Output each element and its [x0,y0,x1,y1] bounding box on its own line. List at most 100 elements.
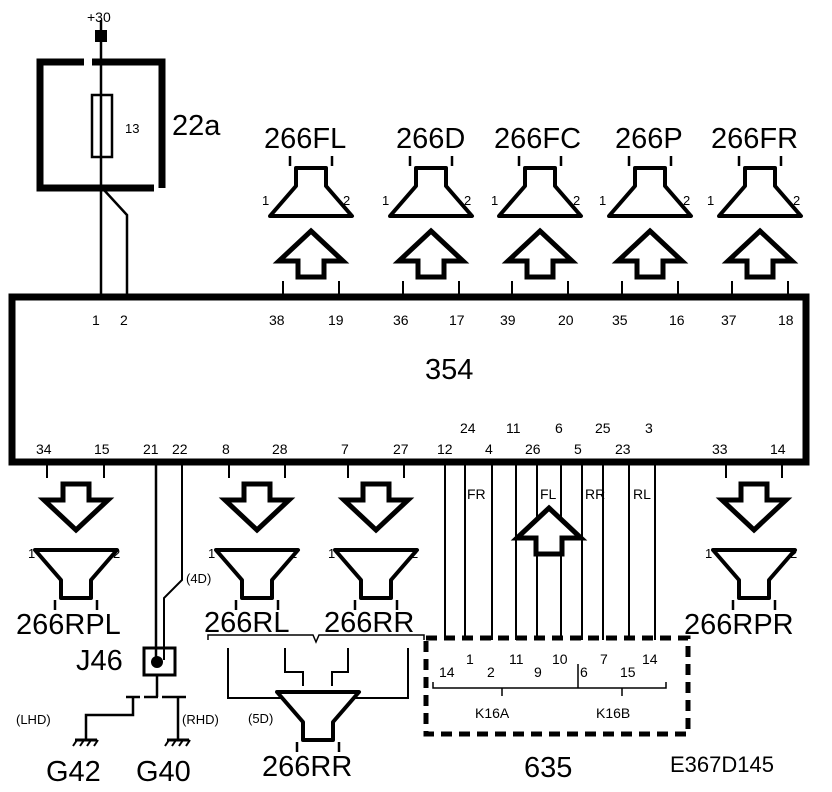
bottom-pin-labels: 34 15 21 22 8 28 7 27 12 24 4 11 26 6 5 … [36,420,786,457]
speaker-terminal: 2 [411,546,418,561]
pin-label: 14 [770,441,786,457]
speaker-label: 266FR [711,123,798,155]
amplifier-bus: FR FL RR RL [444,462,656,640]
pin-label: 20 [558,312,574,328]
pin-label: 1 [92,312,100,328]
speaker-label: 266RL [204,607,289,639]
top-speaker-d: 266D 1 2 36 17 [382,123,474,328]
speaker-terminal: 1 [328,546,335,561]
amp-pin-label: 14 [439,664,455,680]
amp-pin-label: 7 [600,651,608,667]
variant-label: (5D) [248,711,273,726]
pin-label: 21 [143,441,159,457]
bus-label: FL [540,486,557,502]
pin-label: 15 [94,441,110,457]
amp-pin-label: 9 [534,664,542,680]
top-speaker-fc: 266FC 1 2 39 20 [491,123,583,328]
pin-label: 28 [272,441,288,457]
amp-block-label: K16B [596,705,630,721]
pin-label: 4 [485,441,493,457]
pin-label: 38 [269,312,285,328]
speaker-label: 266RR [324,607,414,639]
speaker-label: 266P [615,123,683,155]
speaker-terminal: 2 [290,546,297,561]
speaker-terminal: 1 [208,546,215,561]
pin-label: 5 [574,441,582,457]
speaker-terminal: 2 [793,193,800,208]
pin-label: 8 [222,441,230,457]
amp-pin-label: 10 [552,651,568,667]
supply-label: +30 [87,9,111,25]
supply-feed: +30 [87,9,111,62]
speaker-label: 266FC [494,123,581,155]
ground-label: G40 [136,756,191,788]
speaker-terminal: 2 [343,193,350,208]
top-speaker-fr: 266FR 1 2 37 18 [707,123,803,328]
speaker-rpl: 1 2 266RPL [16,462,121,641]
speaker-terminal: 2 [790,546,797,561]
pin-label: 2 [120,312,128,328]
pin-label: 22 [172,441,188,457]
amp-pin-label: 11 [509,651,524,667]
speaker-label: 266RR [262,751,352,783]
module-354: 354 [8,293,810,466]
connector-label: J46 [76,645,123,677]
reference-code: E367D145 [670,752,774,777]
connector-j46-group: J46 (4D) (LHD) (RHD) G42 G40 [16,462,219,788]
supply-terminal [95,30,107,42]
speaker-rpr: 1 2 266RPR [684,462,797,641]
speaker-label: 266RPR [684,609,794,641]
pin-label: 23 [615,441,631,457]
pin-label: 27 [393,441,409,457]
ground-label: G42 [46,756,101,788]
pin-label: 17 [449,312,465,328]
module-label: 354 [425,354,473,386]
pin-label: 7 [341,441,349,457]
pin-label: 25 [595,420,611,436]
top-speaker-p: 266P 1 2 35 16 [599,123,693,328]
speaker-terminal: 2 [573,193,580,208]
speaker-terminal: 1 [382,193,389,208]
fuse-box-22a: 13 22a [36,58,221,295]
pin-label: 12 [437,441,453,457]
pin-label: 39 [500,312,516,328]
fuse-number: 13 [125,121,139,136]
speaker-terminal: 1 [707,193,714,208]
speaker-label: 266RPL [16,609,121,641]
pin-label: 37 [721,312,737,328]
connector-j46 [142,646,177,677]
speaker-terminal: 1 [599,193,606,208]
speaker-label: 266FL [264,123,346,155]
ground-variant-label: (LHD) [16,712,51,727]
pin-label: 33 [712,441,728,457]
amp-pin-label: 1 [466,651,474,667]
pin-label: 35 [612,312,628,328]
pin-label: 26 [525,441,541,457]
pin-label: 11 [506,420,521,436]
amp-pin-label: 15 [620,664,636,680]
speaker-rr-5d: (5D) 266RR [207,634,425,783]
speaker-terminal: 2 [683,193,690,208]
pin-label: 19 [328,312,344,328]
amp-pin-label: 14 [642,651,658,667]
pin-label: 6 [555,420,563,436]
top-speaker-fl: 266FL 1 2 38 19 [262,123,354,328]
speaker-rr: 1 2 266RR [324,462,419,639]
pin-label: 36 [393,312,409,328]
pin-label: 34 [36,441,52,457]
speaker-terminal: 1 [491,193,498,208]
bus-label: RR [585,486,605,502]
pin-label: 18 [778,312,794,328]
pin-label: 24 [460,420,476,436]
variant-label: (4D) [186,571,211,586]
speaker-terminal: 1 [262,193,269,208]
speaker-rl: 1 2 266RL [204,462,300,639]
bus-label: RL [633,486,651,502]
amp-pin-label: 2 [487,664,495,680]
speaker-terminal: 2 [464,193,471,208]
speaker-terminal: 1 [705,546,712,561]
pin-label: 3 [645,420,653,436]
pin-label: 16 [669,312,685,328]
speaker-terminal: 1 [28,546,35,561]
